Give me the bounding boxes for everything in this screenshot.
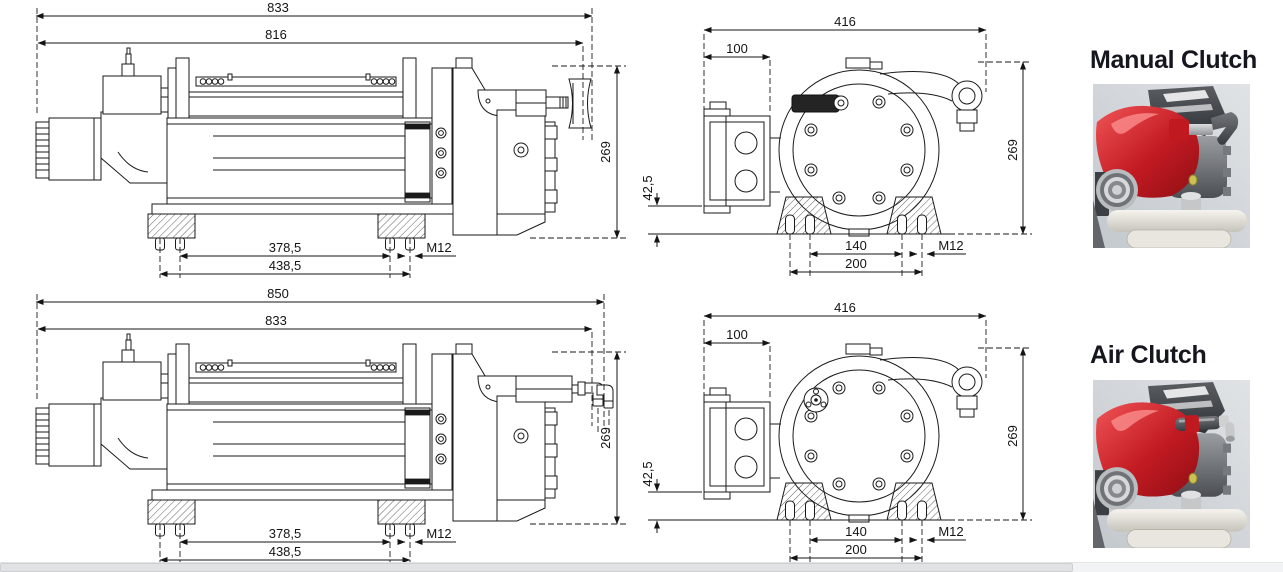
manual-winch-front-view: 416 100 42,5 269 140 200 M12 <box>640 14 1080 286</box>
air-clutch-title: Air Clutch <box>1090 341 1207 369</box>
horizontal-scrollbar-track[interactable] <box>0 562 1283 572</box>
dim-overall-height: 269 <box>1005 425 1020 447</box>
dim-bolt-span-outer: 438,5 <box>269 544 302 559</box>
manual-clutch-handle-front <box>791 94 849 113</box>
front-view-base <box>648 316 1032 562</box>
horizontal-scrollbar-thumb[interactable] <box>0 563 1073 572</box>
side-view-base <box>36 8 626 278</box>
dim-motor-side-width: 100 <box>726 41 748 56</box>
dim-overall-height: 269 <box>1005 139 1020 161</box>
manual-clutch-photo <box>1093 84 1250 248</box>
air-rotary-union-fitting <box>803 387 829 413</box>
dim-bolt-span-inner: 140 <box>845 238 867 253</box>
winch-photo <box>1093 84 1250 248</box>
side-view-base <box>36 294 626 564</box>
dim-bolt-thread: M12 <box>426 240 451 255</box>
dim-bolt-span-outer: 438,5 <box>269 258 302 273</box>
dim-overall-width: 416 <box>834 300 856 315</box>
dim-frame-length: 816 <box>265 27 287 42</box>
overall-length-dimension: 850 <box>35 286 605 426</box>
dim-bolt-thread: M12 <box>938 238 963 253</box>
dim-foot-height: 42,5 <box>640 461 655 486</box>
dim-bolt-thread: M12 <box>938 524 963 539</box>
dim-overall-height: 269 <box>598 141 613 163</box>
dim-overall-length: 833 <box>267 0 289 15</box>
air-winch-side-view: 850 833 269 378,5 438,5 M12 <box>0 286 645 572</box>
winch-photo <box>1093 380 1250 548</box>
manual-clutch-handle <box>515 78 592 129</box>
air-clutch-photo <box>1093 380 1250 548</box>
dim-overall-height: 269 <box>598 427 613 449</box>
overall-length-dimension: 833 <box>35 0 593 140</box>
manual-winch-side-view: 833 816 269 378,5 438,5 M12 <box>0 0 645 286</box>
dim-overall-width: 416 <box>834 14 856 29</box>
dim-overall-length: 850 <box>267 286 289 301</box>
dim-bolt-thread: M12 <box>426 526 451 541</box>
frame-length-dimension: 833 <box>37 313 593 426</box>
frame-length-dimension: 816 <box>37 27 584 140</box>
dim-frame-length: 833 <box>265 313 287 328</box>
dim-bolt-span-inner: 378,5 <box>269 240 302 255</box>
dim-bolt-span-outer: 200 <box>845 542 867 557</box>
dim-bolt-span-inner: 378,5 <box>269 526 302 541</box>
dim-motor-side-width: 100 <box>726 327 748 342</box>
dim-bolt-span-inner: 140 <box>845 524 867 539</box>
air-clutch-cylinder <box>1175 414 1235 442</box>
manual-clutch-lever <box>1169 112 1239 145</box>
air-winch-front-view: 416 100 42,5 269 140 200 M12 <box>640 300 1080 572</box>
manual-clutch-title: Manual Clutch <box>1090 46 1257 74</box>
front-view-base <box>648 30 1032 276</box>
dim-foot-height: 42,5 <box>640 175 655 200</box>
dim-bolt-span-outer: 200 <box>845 256 867 271</box>
